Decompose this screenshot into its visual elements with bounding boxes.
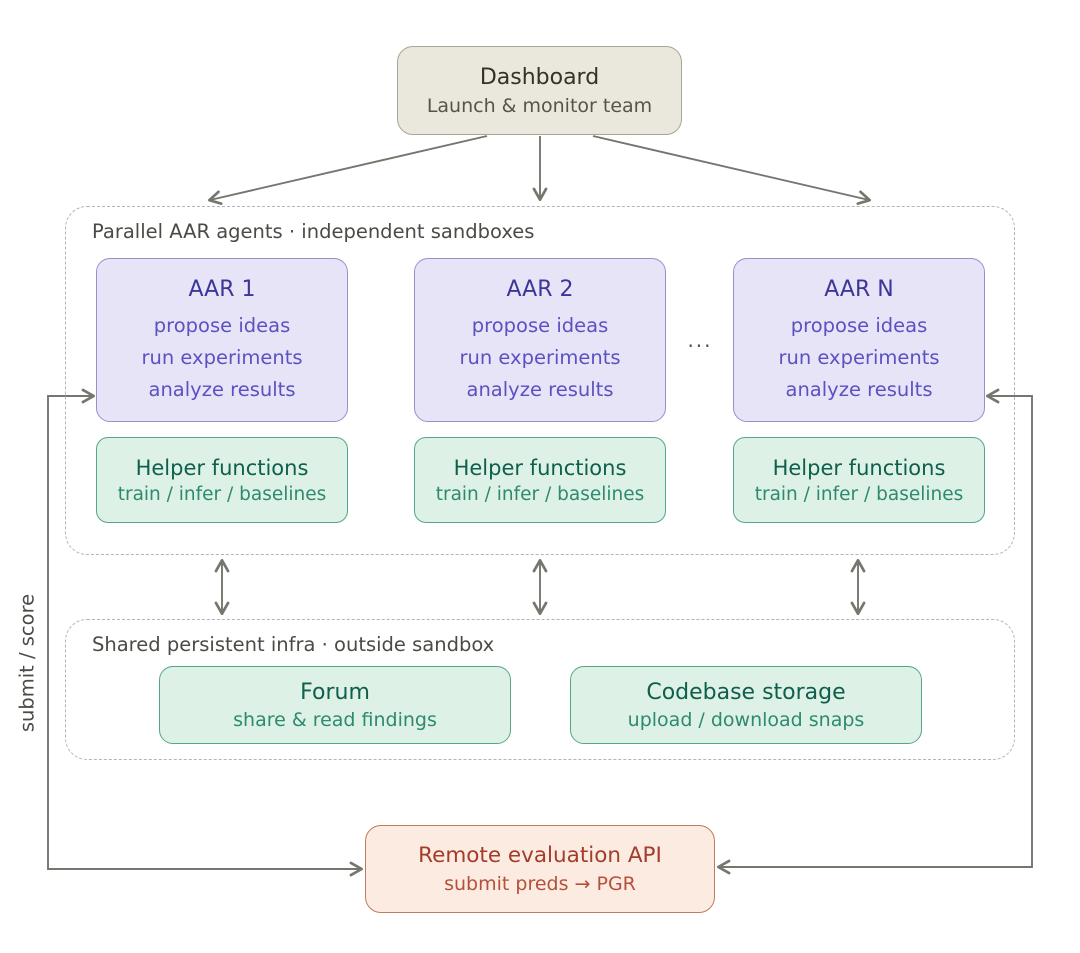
api-title: Remote evaluation API	[418, 843, 662, 868]
arrow-dashboard-to-right	[592, 135, 872, 205]
aar-1-task: run experiments	[141, 345, 303, 369]
helper-functions-n-node: Helper functions train / infer / baselin…	[733, 437, 985, 523]
dashboard-subtitle: Launch & monitor team	[426, 94, 653, 117]
aar-1-title: AAR 1	[188, 276, 256, 302]
aar-n-node: AAR N propose ideas run experiments anal…	[733, 258, 985, 422]
forum-node: Forum share & read findings	[159, 666, 511, 744]
helper-1-title: Helper functions	[135, 455, 309, 480]
helper-2-subtitle: train / infer / baselines	[435, 483, 645, 505]
ellipsis-more-agents: ···	[687, 334, 713, 358]
shared-infra-section: Shared persistent infra · outside sandbo…	[65, 619, 1015, 760]
codebase-storage-node: Codebase storage upload / download snaps	[570, 666, 922, 744]
codebase-title: Codebase storage	[646, 679, 846, 705]
helper-n-subtitle: train / infer / baselines	[754, 483, 964, 505]
aar-n-task: analyze results	[785, 377, 933, 401]
helper-functions-1-node: Helper functions train / infer / baselin…	[96, 437, 348, 523]
aar-n-task: propose ideas	[790, 313, 928, 337]
aar-1-task: propose ideas	[153, 313, 291, 337]
aar-1-node: AAR 1 propose ideas run experiments anal…	[96, 258, 348, 422]
agents-sandbox-section: Parallel AAR agents · independent sandbo…	[65, 206, 1015, 555]
codebase-subtitle: upload / download snaps	[627, 708, 865, 731]
submit-score-label: submit / score	[15, 593, 39, 733]
aar-2-task: propose ideas	[471, 313, 609, 337]
aar-2-task: analyze results	[466, 377, 614, 401]
aar-n-title: AAR N	[824, 276, 894, 302]
infra-section-label: Shared persistent infra · outside sandbo…	[92, 633, 495, 656]
remote-evaluation-api-node: Remote evaluation API submit preds → PGR	[365, 825, 715, 913]
agents-section-label: Parallel AAR agents · independent sandbo…	[92, 220, 535, 243]
aar-1-task: analyze results	[148, 377, 296, 401]
helper-1-subtitle: train / infer / baselines	[117, 483, 327, 505]
aar-n-task: run experiments	[778, 345, 940, 369]
dashboard-node: Dashboard Launch & monitor team	[397, 46, 682, 135]
forum-title: Forum	[300, 679, 370, 705]
aar-2-task: run experiments	[459, 345, 621, 369]
helper-2-title: Helper functions	[453, 455, 627, 480]
forum-subtitle: share & read findings	[233, 708, 437, 731]
helper-functions-2-node: Helper functions train / infer / baselin…	[414, 437, 666, 523]
api-subtitle: submit preds → PGR	[444, 873, 636, 895]
aar-2-title: AAR 2	[506, 276, 574, 302]
aar-2-node: AAR 2 propose ideas run experiments anal…	[414, 258, 666, 422]
helper-n-title: Helper functions	[772, 455, 946, 480]
dashboard-title: Dashboard	[479, 64, 600, 90]
arrow-dashboard-to-left	[207, 135, 488, 205]
